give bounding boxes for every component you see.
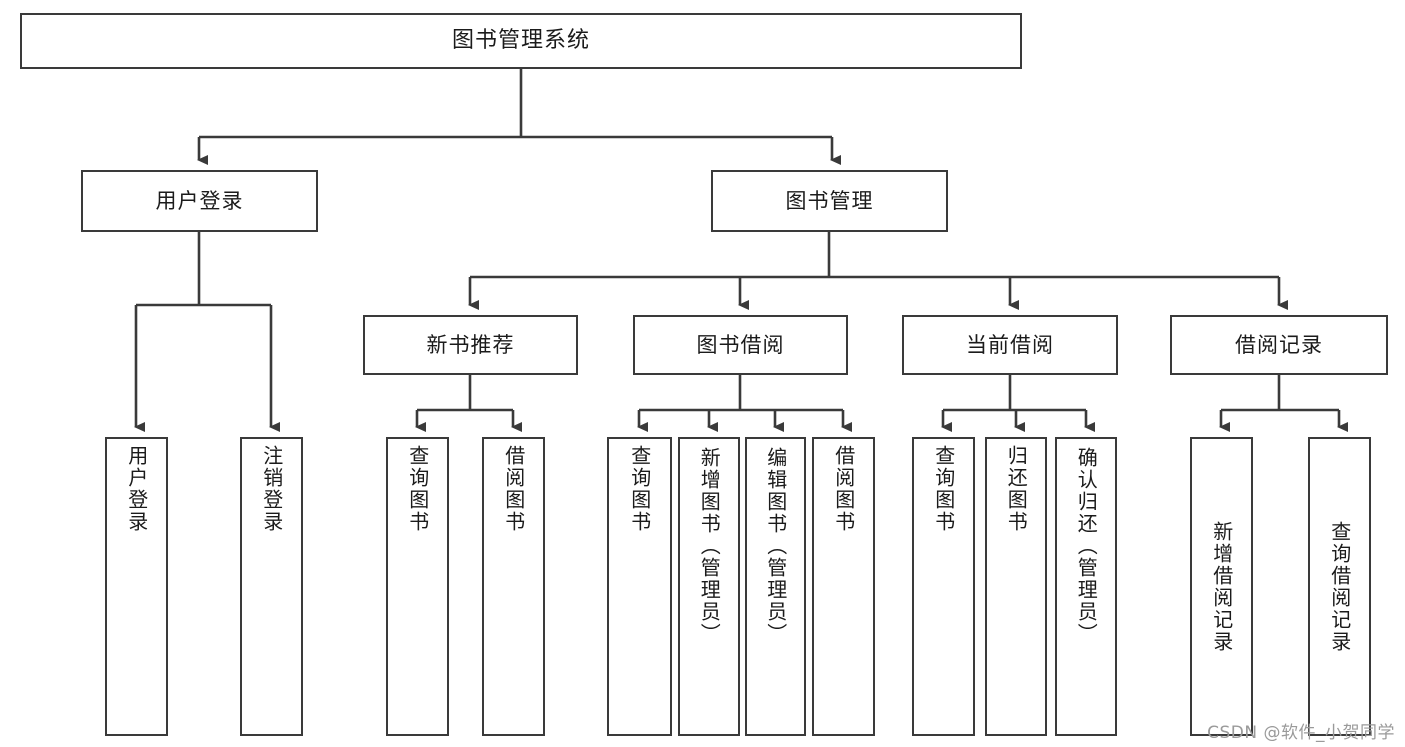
node-leaf-query-books-recommend[interactable]: 查询图书: [386, 437, 449, 736]
node-leaf-add-book-admin[interactable]: 新增图书（管理员）: [678, 437, 740, 736]
node-root[interactable]: 图书管理系统: [20, 13, 1022, 69]
node-level3-borrow-records[interactable]: 借阅记录: [1170, 315, 1388, 375]
node-leaf-edit-book-admin[interactable]: 编辑图书（管理员）: [745, 437, 806, 736]
node-label: 编辑图书（管理员）: [763, 447, 788, 645]
node-label: 归还图书: [1004, 445, 1029, 533]
node-leaf-borrow-books[interactable]: 借阅图书: [812, 437, 875, 736]
node-label: 查询借阅记录: [1327, 520, 1352, 653]
node-label: 确认归还（管理员）: [1074, 447, 1099, 645]
node-leaf-confirm-return-admin[interactable]: 确认归还（管理员）: [1055, 437, 1117, 736]
node-leaf-add-borrow-record[interactable]: 新增借阅记录: [1190, 437, 1253, 736]
node-leaf-borrow-books-recommend[interactable]: 借阅图书: [482, 437, 545, 736]
node-label: 借阅图书: [501, 445, 526, 533]
node-label: 当前借阅: [966, 332, 1054, 357]
node-label: 新书推荐: [426, 332, 515, 357]
node-level2-book-management[interactable]: 图书管理: [711, 170, 948, 232]
node-label: 新增借阅记录: [1209, 520, 1234, 653]
node-level2-user-login[interactable]: 用户登录: [81, 170, 318, 232]
node-leaf-user-login[interactable]: 用户登录: [105, 437, 168, 736]
node-leaf-query-books-borrow[interactable]: 查询图书: [607, 437, 672, 736]
node-label: 借阅记录: [1235, 332, 1323, 357]
node-leaf-logout[interactable]: 注销登录: [240, 437, 303, 736]
node-label: 图书借阅: [696, 332, 785, 357]
node-level3-current-borrow[interactable]: 当前借阅: [902, 315, 1118, 375]
node-label: 注销登录: [259, 445, 284, 533]
node-label: 查询图书: [627, 445, 652, 533]
node-label: 查询图书: [931, 445, 956, 533]
node-level3-book-borrow[interactable]: 图书借阅: [633, 315, 848, 375]
node-label: 图书管理系统: [451, 28, 590, 54]
node-label: 新增图书（管理员）: [697, 447, 722, 645]
node-leaf-return-books[interactable]: 归还图书: [985, 437, 1047, 736]
node-level3-new-book-recommend[interactable]: 新书推荐: [363, 315, 578, 375]
node-leaf-query-borrow-record[interactable]: 查询借阅记录: [1308, 437, 1371, 736]
node-label: 查询图书: [405, 445, 430, 533]
node-label: 图书管理: [785, 188, 874, 213]
node-label: 用户登录: [124, 445, 149, 533]
node-label: 借阅图书: [831, 445, 856, 533]
node-leaf-query-books-current[interactable]: 查询图书: [912, 437, 975, 736]
node-label: 用户登录: [155, 188, 244, 213]
